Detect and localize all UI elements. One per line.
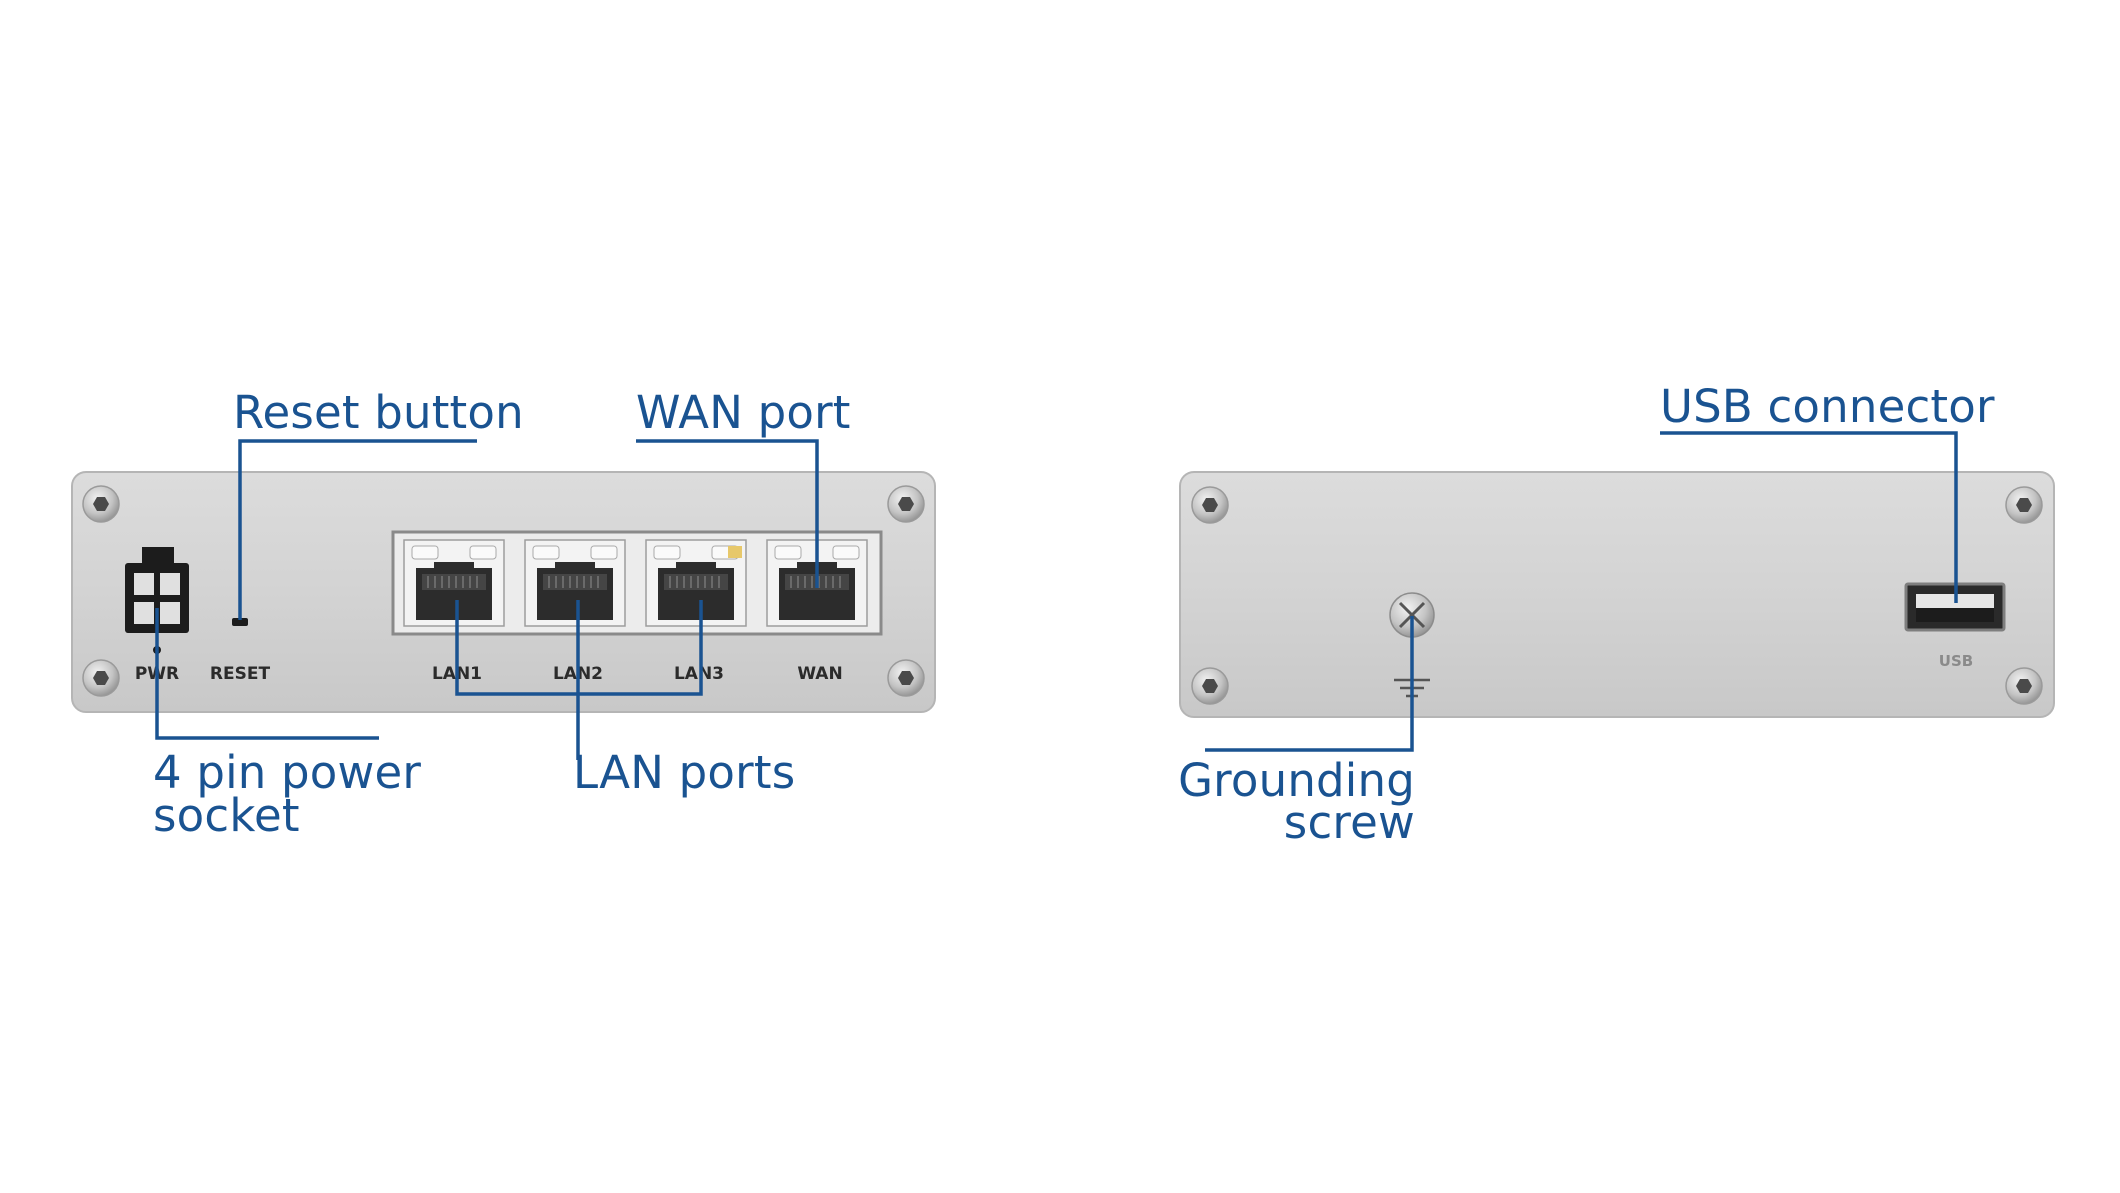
lan3-label: LAN3 — [674, 664, 724, 684]
power-socket-callout-line1: 4 pin power — [153, 746, 422, 799]
screw-icon — [887, 485, 925, 523]
wan-leader-line — [636, 439, 819, 588]
screw-icon — [1191, 486, 1229, 524]
reset-button-callout: Reset button — [233, 386, 524, 439]
screw-icon — [82, 659, 120, 697]
power-leader-line — [155, 608, 379, 740]
leader-lines — [155, 431, 1958, 760]
screw-icon — [1191, 667, 1229, 705]
lan-ports-callout: LAN ports — [573, 746, 796, 799]
wan-label: WAN — [797, 664, 842, 684]
grounding-screw-icon — [1389, 592, 1435, 638]
usb-connector-callout: USB connector — [1660, 380, 1995, 433]
screw-icon — [887, 659, 925, 697]
screw-icon — [2005, 486, 2043, 524]
wan-port-callout: WAN port — [636, 386, 851, 439]
reset-button-icon — [232, 618, 248, 626]
power-socket-callout-line2: socket — [153, 789, 300, 842]
usb-leader-line — [1660, 431, 1958, 603]
lan1-port-icon — [403, 539, 505, 627]
status-led-icon — [728, 546, 742, 558]
grounding-screw-callout-line1: Grounding — [1178, 754, 1415, 807]
grounding-screw-callout-line2: screw — [1283, 796, 1415, 849]
grounding-leader-line — [1205, 616, 1414, 752]
usb-label: USB — [1939, 652, 1973, 670]
back-panel: USB — [1179, 471, 2055, 718]
lan2-port-icon — [524, 539, 626, 627]
front-panel: PWR RESET LAN1 LAN2 LAN3 WAN — [71, 471, 936, 713]
screw-icon — [2005, 667, 2043, 705]
reset-leader-line — [238, 439, 477, 620]
reset-label: RESET — [210, 664, 271, 684]
power-socket-icon — [125, 547, 189, 654]
screw-icon — [82, 485, 120, 523]
